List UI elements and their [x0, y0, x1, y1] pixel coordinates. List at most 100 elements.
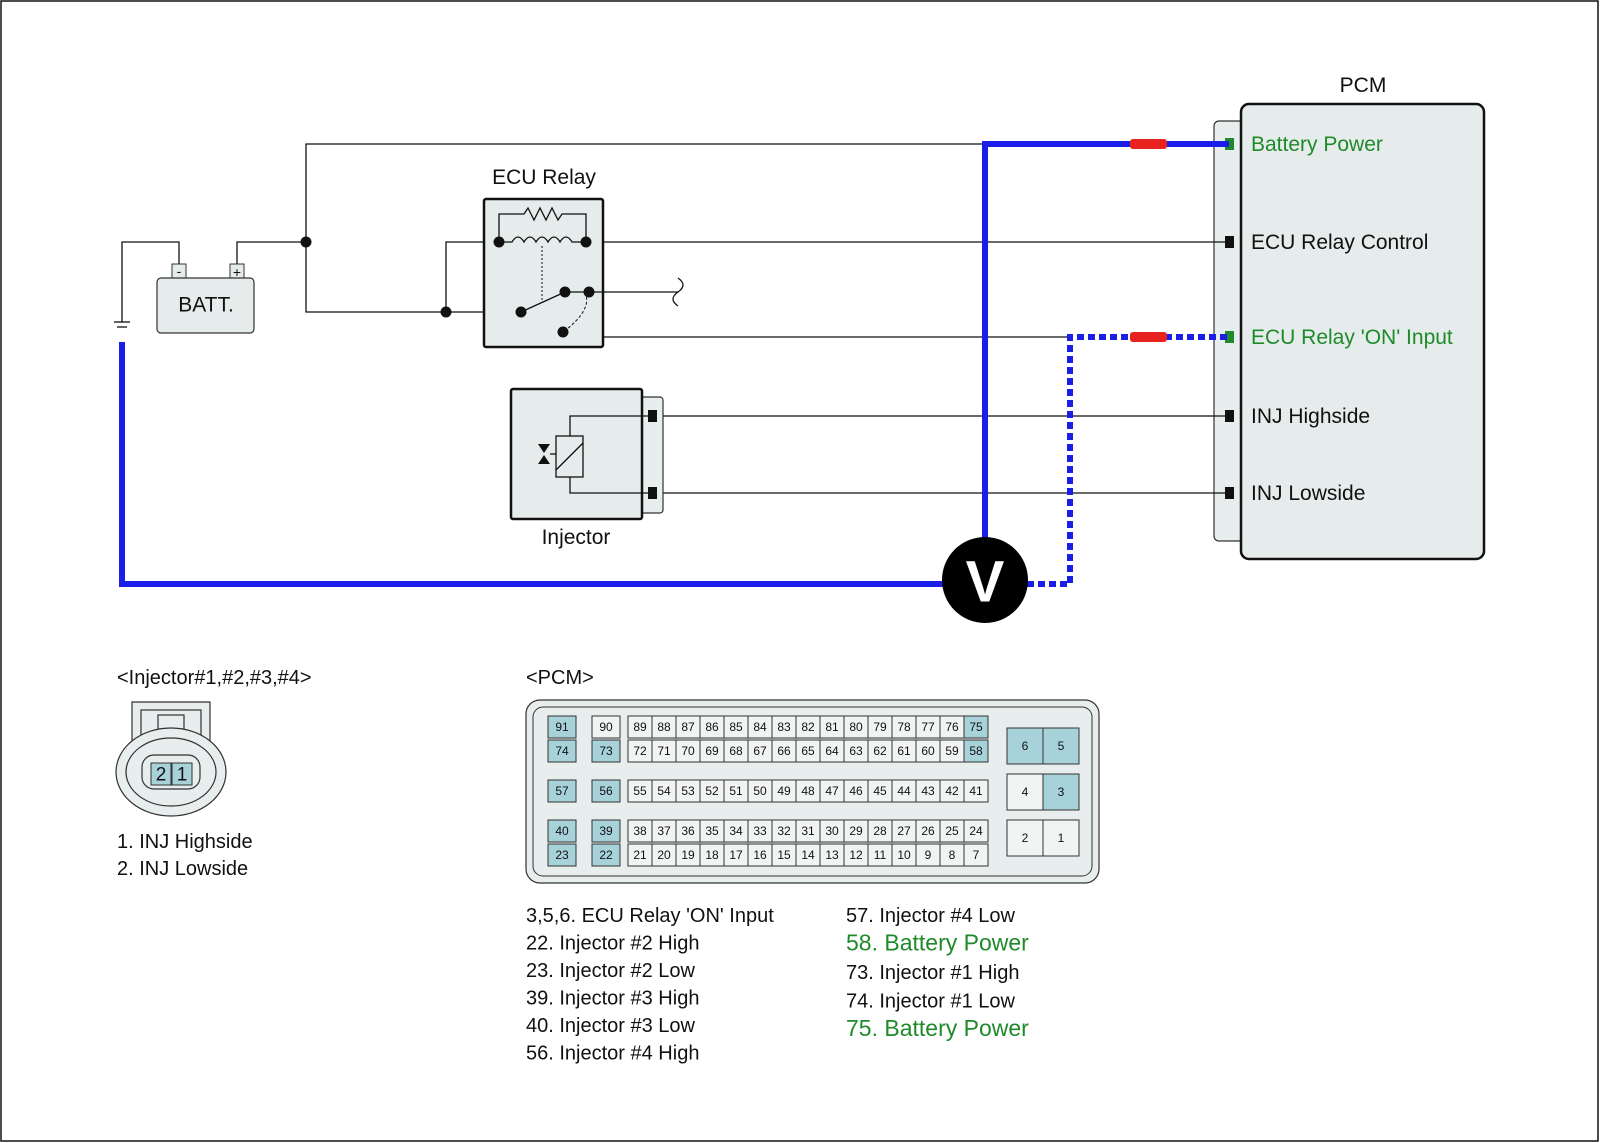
- injector-legend-1: 1. INJ Highside: [117, 831, 253, 853]
- pcm-pin-41: [963, 779, 989, 803]
- pcm-legend-item: 39. Injector #3 High: [526, 988, 699, 1010]
- pcm-pin-label: 63: [849, 744, 863, 758]
- pcm-pin-label: 29: [849, 824, 863, 838]
- pcm-pin-label: 42: [945, 784, 959, 798]
- pcm-pin-label: 32: [777, 824, 791, 838]
- pcm-legend-item: 22. Injector #2 High: [526, 933, 699, 955]
- pcm-pin-label: 45: [873, 784, 887, 798]
- pcm-pin-label: 16: [753, 848, 767, 862]
- pcm-pin-75: [963, 715, 989, 739]
- battery-label: BATT.: [178, 294, 234, 317]
- pcm-pin-label: 48: [801, 784, 815, 798]
- pcm-pin-label: 81: [825, 720, 839, 734]
- pcm-pin-40: [547, 819, 577, 843]
- pcm-pin-label: 82: [801, 720, 815, 734]
- pcm-pin-57: [547, 779, 577, 803]
- pcm-legend-item: 58. Battery Power: [846, 930, 1029, 956]
- pcm-pin-label: 83: [777, 720, 791, 734]
- pcm-pin-label: 51: [729, 784, 743, 798]
- pcm-pin-label: 91: [555, 720, 569, 734]
- pcm-pin-label: 50: [753, 784, 767, 798]
- pcm-legend-item: 3,5,6. ECU Relay 'ON' Input: [526, 905, 774, 927]
- pcm-legend-item: 75. Battery Power: [846, 1015, 1029, 1041]
- ecu-relay-control-label: ECU Relay Control: [1251, 231, 1428, 254]
- pcm-pin-label: 72: [633, 744, 647, 758]
- fuse-battery-power: [1130, 139, 1167, 149]
- pcm-pin-label: 52: [705, 784, 719, 798]
- pcm-pin-label: 31: [801, 824, 815, 838]
- pcm-pin-90: [591, 715, 621, 739]
- pcm-pin-label: 61: [897, 744, 911, 758]
- pcm-pin-label: 24: [969, 824, 983, 838]
- pcm-pin-label: 25: [945, 824, 959, 838]
- injector-pin-2: 2: [156, 765, 167, 786]
- pcm-pin-label: 21: [633, 848, 647, 862]
- pcm-pin-label: 6: [1022, 739, 1029, 753]
- ecu-relay-on-input-label: ECU Relay 'ON' Input: [1251, 326, 1453, 349]
- pcm-pin-label: 39: [599, 824, 613, 838]
- battery-power-label: Battery Power: [1251, 133, 1383, 156]
- pcm-pin-label: 2: [1022, 831, 1029, 845]
- ecu-relay-on-input-terminal: [1225, 331, 1234, 343]
- pcm-legend-left: 3,5,6. ECU Relay 'ON' Input 22. Injector …: [526, 905, 774, 1065]
- pcm-pin-label: 85: [729, 720, 743, 734]
- pcm-body: [1239, 102, 1486, 561]
- pcm-legend-item: 40. Injector #3 Low: [526, 1015, 696, 1037]
- pcm-pin-label: 13: [825, 848, 839, 862]
- pcm-pin-label: 33: [753, 824, 767, 838]
- pcm-pin-label: 11: [874, 848, 887, 862]
- pcm-pin-39: [591, 819, 621, 843]
- pcm-pin-label: 57: [555, 784, 569, 798]
- pcm-pin-label: 28: [873, 824, 887, 838]
- pcm-pin-label: 14: [801, 848, 815, 862]
- pcm-pin-label: 66: [777, 744, 791, 758]
- battery-minus-label: -: [177, 263, 182, 279]
- injector: Injector: [509, 387, 664, 549]
- pcm-legend-item: 73. Injector #1 High: [846, 962, 1019, 984]
- inj-lowside-label: INJ Lowside: [1251, 482, 1365, 505]
- pcm-pin-label: 80: [849, 720, 863, 734]
- voltmeter-body: [942, 537, 1028, 623]
- pcm-legend-item: 23. Injector #2 Low: [526, 960, 696, 982]
- pcm-pin-label: 60: [921, 744, 935, 758]
- pcm-pin-label: 26: [921, 824, 935, 838]
- pcm-pin-label: 56: [599, 784, 613, 798]
- injector-connector-view: <Injector#1,#2,#3,#4> 2 1 1. INJ Highsid…: [115, 667, 312, 880]
- inj-highside-label: INJ Highside: [1251, 405, 1370, 428]
- inj-lowside-terminal: [1225, 487, 1234, 499]
- battery-body: [156, 277, 255, 334]
- pcm-pin-56: [591, 779, 621, 803]
- pcm-pin-label: 55: [633, 784, 647, 798]
- pcm-pin-label: 86: [705, 720, 719, 734]
- pcm-pin-label: 4: [1022, 785, 1029, 799]
- pcm-pin-label: 77: [921, 720, 935, 734]
- pcm-pin-5: [1042, 727, 1080, 765]
- pcm-pin-1: [1042, 819, 1080, 857]
- pcm-pin-58: [963, 739, 989, 763]
- pcm-pin-label: 35: [705, 824, 719, 838]
- meter-leads: [119, 139, 1229, 587]
- pcm-pin-label: 67: [753, 744, 767, 758]
- pcm-pin-label: 68: [729, 744, 743, 758]
- ecu-relay-body: [482, 197, 605, 349]
- pcm-pin-23: [547, 843, 577, 867]
- injector-connector-title: <Injector#1,#2,#3,#4>: [117, 667, 312, 689]
- pcm-connector-title: <PCM>: [526, 667, 594, 689]
- pcm-legend-item: 56. Injector #4 High: [526, 1043, 699, 1065]
- pcm-legend-item: 74. Injector #1 Low: [846, 991, 1016, 1013]
- pcm-pin-label: 54: [657, 784, 671, 798]
- injector-label: Injector: [542, 526, 611, 549]
- pcm-pin-label: 41: [969, 784, 983, 798]
- injector-pin-1: 1: [177, 765, 188, 786]
- pcm-pin-label: 17: [729, 848, 743, 862]
- pcm-pin-label: 62: [873, 744, 887, 758]
- pcm-pin-label: 9: [925, 848, 932, 862]
- junction-dot: [300, 236, 312, 248]
- pcm-pin-label: 23: [555, 848, 569, 862]
- pcm-pin-label: 15: [777, 848, 791, 862]
- pcm-pin-label: 27: [897, 824, 911, 838]
- inj-highside-terminal: [1225, 410, 1234, 422]
